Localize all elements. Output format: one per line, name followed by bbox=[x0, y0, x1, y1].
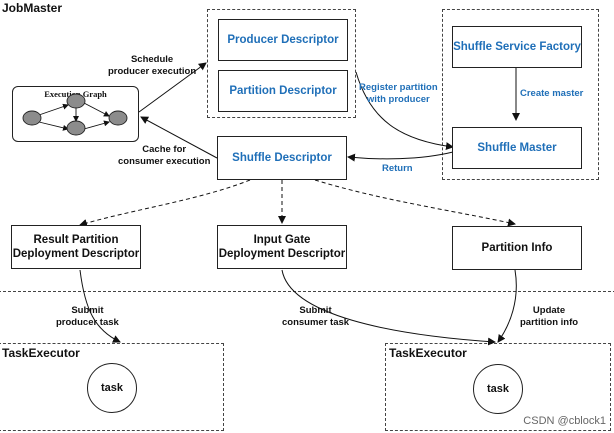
update-partition-label: Update partition info bbox=[520, 305, 578, 329]
partition-info-box: Partition Info bbox=[452, 226, 582, 270]
cache-label-line1: Cache for bbox=[142, 144, 187, 155]
cache-label-line2: consumer execution bbox=[118, 155, 211, 167]
update-partition-line2: partition info bbox=[520, 316, 579, 328]
submit-producer-label: Submit producer task bbox=[56, 305, 119, 329]
execution-graph-nodes bbox=[22, 93, 128, 136]
return-label: Return bbox=[382, 163, 413, 174]
taskexecutor-left-region bbox=[0, 343, 224, 431]
partition-descriptor-box: Partition Descriptor bbox=[218, 70, 348, 112]
schedule-label-line1: Schedule bbox=[130, 54, 174, 65]
input-gate-line2: Deployment Descriptor bbox=[218, 248, 346, 260]
register-label: Register partition with producer bbox=[359, 82, 438, 106]
submit-producer-line2: producer task bbox=[56, 316, 119, 328]
shuffle-master-box: Shuffle Master bbox=[452, 127, 582, 169]
task-right-node: task bbox=[473, 364, 523, 414]
result-partition-line2: Deployment Descriptor bbox=[12, 248, 140, 260]
shuffle-service-factory-box: Shuffle Service Factory bbox=[452, 26, 582, 68]
shuffle-descriptor-box: Shuffle Descriptor bbox=[217, 136, 347, 180]
submit-consumer-line2: consumer task bbox=[282, 316, 350, 328]
taskexecutor-left-title: TaskExecutor bbox=[2, 346, 80, 360]
register-label-line2: with producer bbox=[366, 93, 430, 105]
create-master-label: Create master bbox=[520, 88, 584, 99]
result-partition-line1: Result Partition bbox=[33, 233, 119, 246]
update-partition-line1: Update bbox=[532, 305, 566, 316]
input-gate-line1: Input Gate bbox=[253, 233, 311, 246]
producer-descriptor-box: Producer Descriptor bbox=[218, 19, 348, 61]
input-gate-deployment-descriptor-box: Input Gate Deployment Descriptor bbox=[217, 225, 347, 269]
submit-producer-line1: Submit bbox=[71, 305, 104, 316]
result-partition-deployment-descriptor-box: Result Partition Deployment Descriptor bbox=[11, 225, 141, 269]
shuffle-service-group bbox=[442, 9, 599, 180]
schedule-label: Schedule producer execution bbox=[108, 54, 196, 78]
taskexecutor-right-title: TaskExecutor bbox=[389, 346, 467, 360]
task-left-node: task bbox=[87, 363, 137, 413]
schedule-label-line2: producer execution bbox=[108, 65, 197, 77]
cache-label: Cache for consumer execution bbox=[118, 144, 210, 168]
descriptor-group bbox=[207, 9, 356, 118]
jobmaster-title: JobMaster bbox=[2, 1, 63, 15]
watermark: CSDN @cblock1 bbox=[523, 415, 606, 427]
submit-consumer-label: Submit consumer task bbox=[282, 305, 349, 329]
register-label-line1: Register partition bbox=[359, 82, 438, 93]
jobmaster-region bbox=[0, 291, 614, 292]
taskexecutor-right-region bbox=[385, 343, 611, 431]
submit-consumer-line1: Submit bbox=[299, 305, 332, 316]
